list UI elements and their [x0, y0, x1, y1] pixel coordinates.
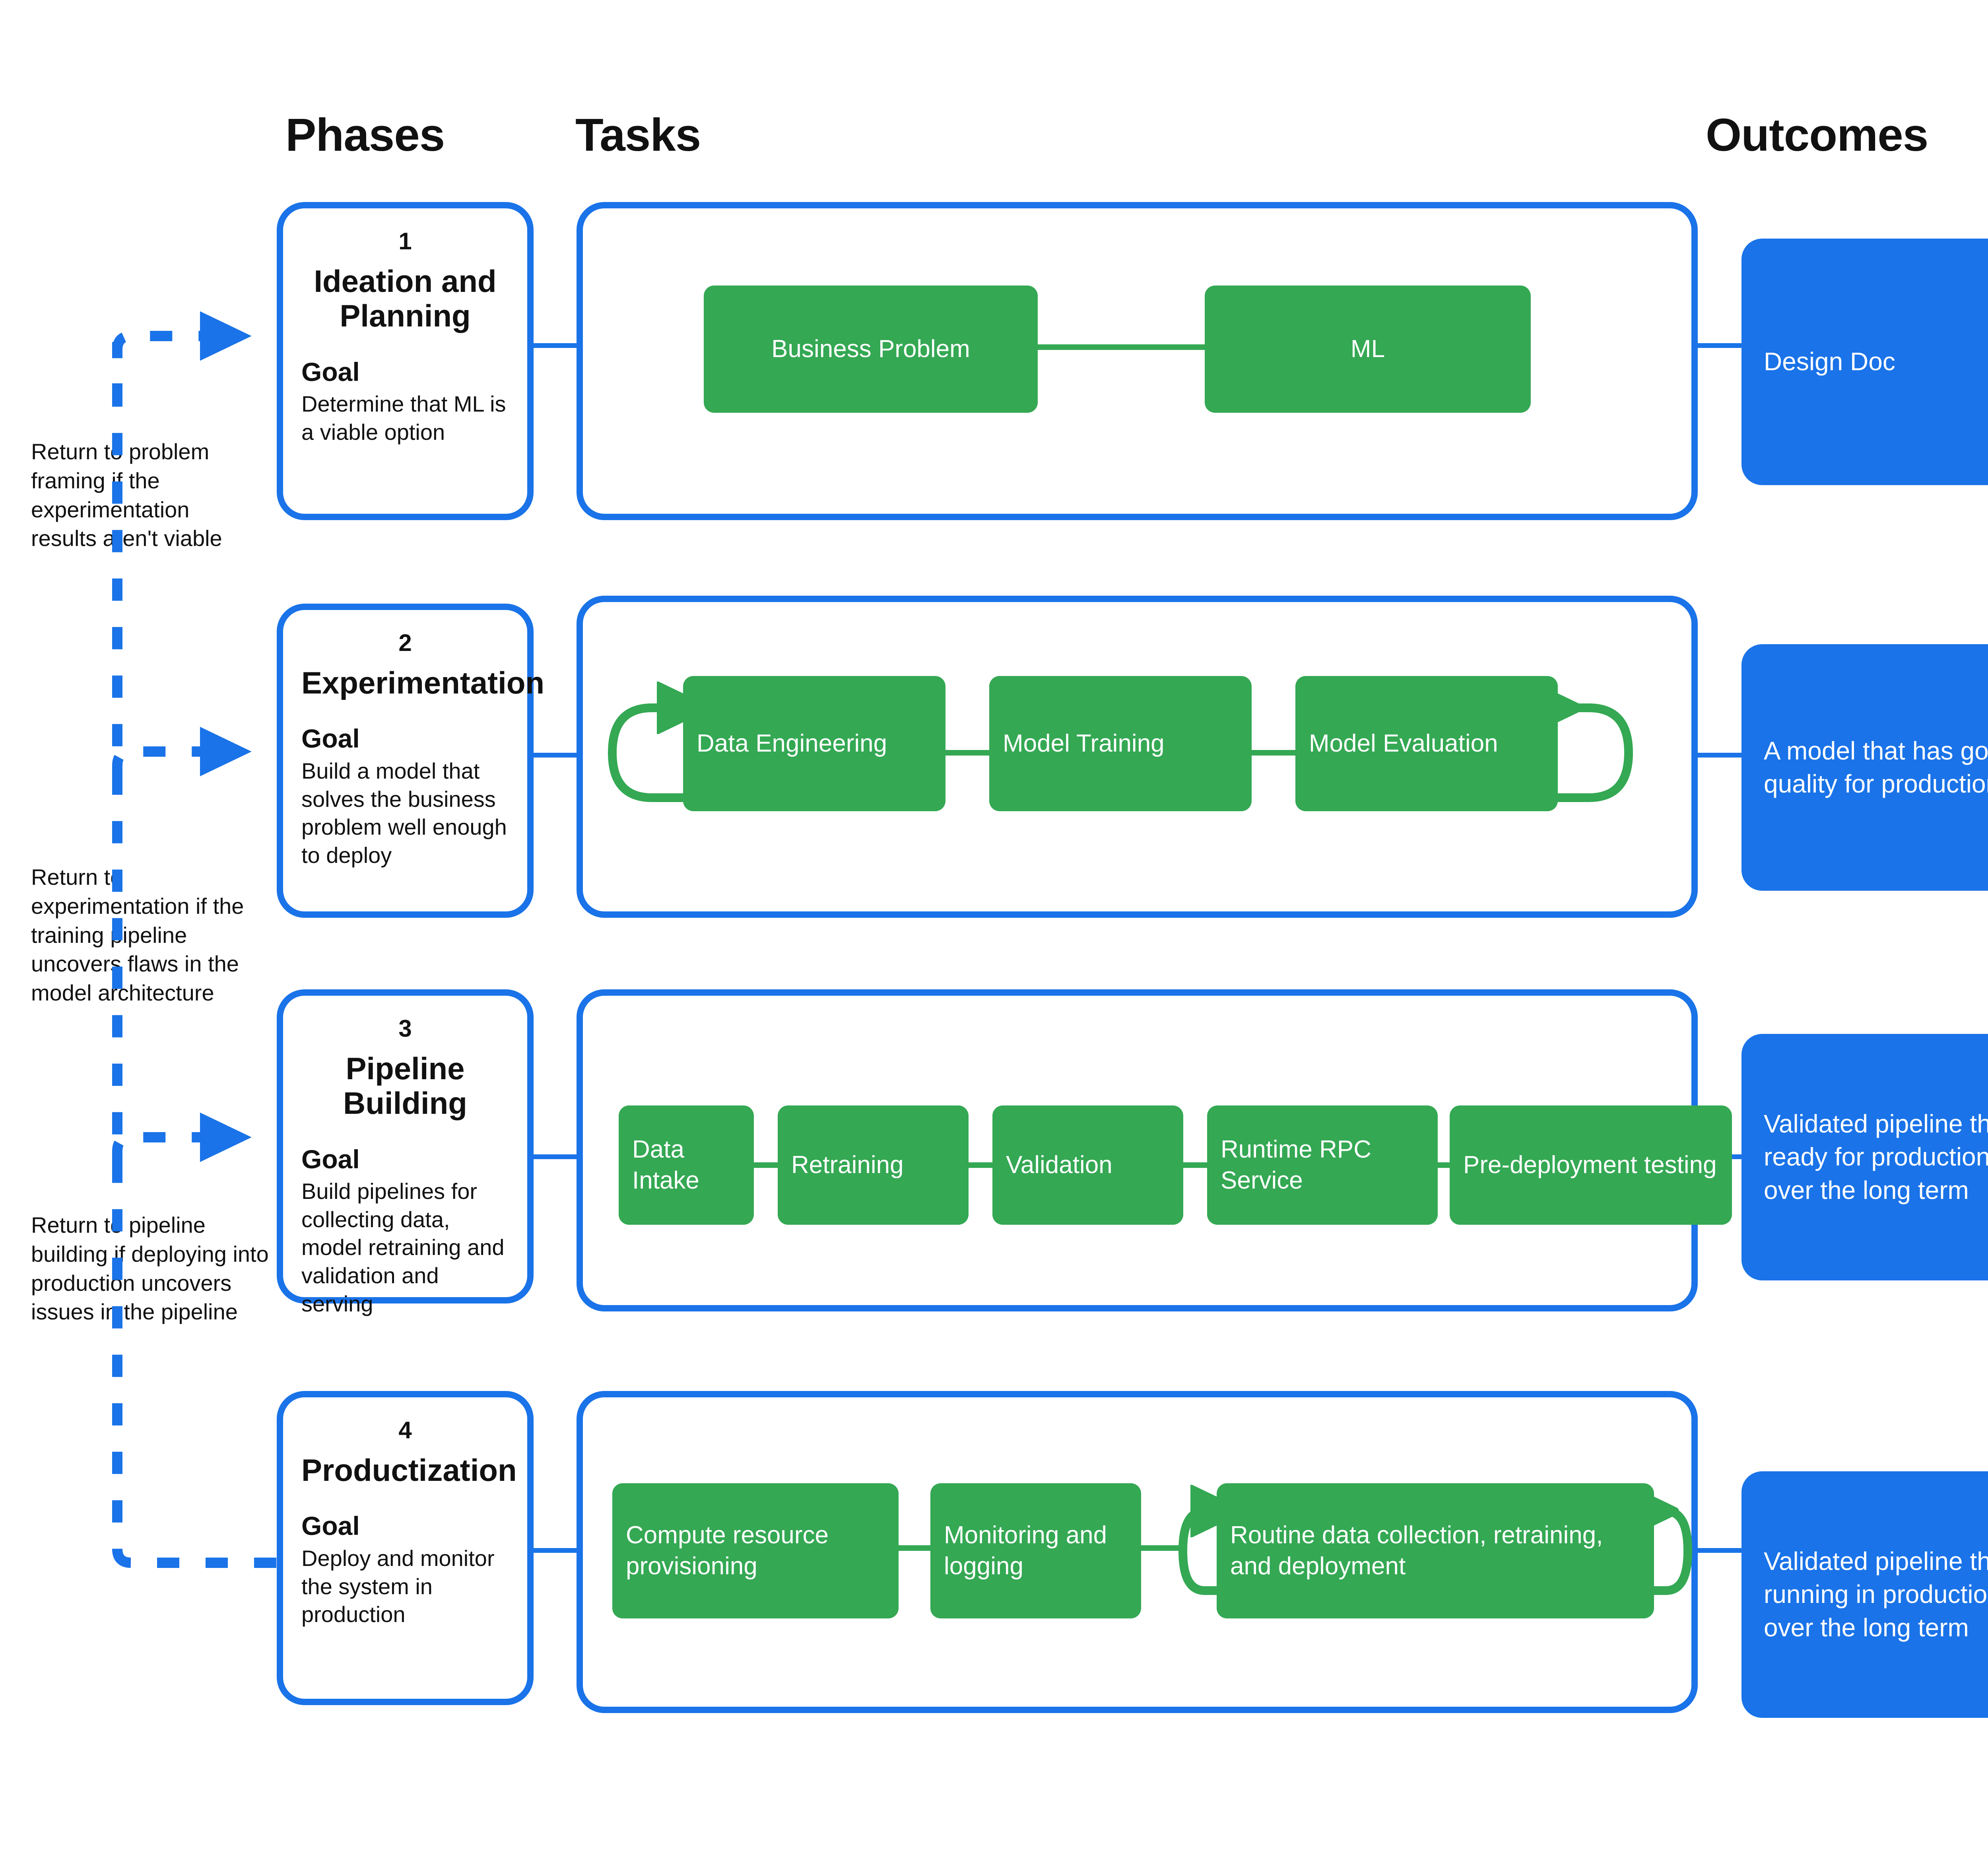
phase-number-3: 3	[398, 1015, 412, 1042]
phase-title-1: Ideation and Planning	[314, 264, 497, 334]
connector-rt-vl	[969, 1162, 992, 1168]
phase-card-3[interactable]: 3 Pipeline Building Goal Build pipelines…	[277, 989, 534, 1316]
task-box-compute-resource-provisioning[interactable]: Compute resource provisioning	[612, 1483, 899, 1618]
phase-goal-text-1: Determine that ML is a viable option	[301, 391, 506, 445]
column-header-outcomes: Outcomes	[1706, 109, 1928, 161]
feedback-annotation-1: Return to problem framing if the experim…	[31, 439, 222, 551]
connector-tasks4-outcome	[1698, 1548, 1741, 1553]
outcome-box-3[interactable]: Validated pipeline that's ready for prod…	[1741, 1034, 1988, 1280]
phase-goal-text-4: Deploy and monitor the system in product…	[301, 1545, 495, 1627]
phase-card-2[interactable]: 2 Experimentation Goal Build a model tha…	[277, 604, 545, 918]
connector-rpc-pdt	[1438, 1162, 1450, 1168]
outcome-box-2[interactable]: A model that has good quality for produc…	[1741, 644, 1988, 891]
task-box-runtime-rpc-service[interactable]: Runtime RPC Service	[1207, 1105, 1438, 1225]
connector-ml-rdc	[1141, 1545, 1181, 1551]
task-box-data-intake[interactable]: Data Intake	[619, 1105, 754, 1225]
phase-number-2: 2	[398, 629, 412, 656]
column-header-tasks: Tasks	[575, 109, 701, 161]
phase-card-1[interactable]: 1 Ideation and Planning Goal Determine t…	[277, 202, 534, 520]
task-box-monitoring-and-logging[interactable]: Monitoring and logging	[930, 1483, 1141, 1618]
phase-title-2: Experimentation	[301, 665, 545, 700]
connector-mt-me	[1252, 750, 1295, 756]
phase-goal-label-1: Goal	[301, 357, 360, 387]
column-header-phases: Phases	[285, 109, 445, 161]
outcome-box-4[interactable]: Validated pipeline that's running in pro…	[1741, 1471, 1988, 1718]
phase-number-4: 4	[398, 1417, 412, 1443]
connector-phase1-tasks	[533, 343, 577, 348]
connector-phase2-tasks	[533, 753, 577, 758]
task-box-business-problem[interactable]: Business Problem	[704, 286, 1038, 413]
phase-goal-text-2: Build a model that solves the business p…	[301, 758, 507, 868]
task-box-pre-deployment-testing[interactable]: Pre-deployment testing	[1450, 1105, 1732, 1225]
feedback-annotation-3: Return to pipeline building if deploying…	[31, 1212, 269, 1325]
task-box-retraining[interactable]: Retraining	[778, 1105, 969, 1225]
phase-goal-label-4: Goal	[301, 1511, 360, 1541]
task-box-ml[interactable]: ML	[1205, 286, 1531, 413]
connector-crp-ml	[899, 1545, 930, 1551]
task-box-model-evaluation[interactable]: Model Evaluation	[1295, 676, 1558, 811]
outcome-box-1[interactable]: Design Doc	[1741, 239, 1988, 485]
task-box-model-training[interactable]: Model Training	[989, 676, 1252, 811]
connector-tasks1-outcome	[1698, 343, 1741, 348]
connector-vl-rpc	[1183, 1162, 1207, 1168]
feedback-path-to-phase-1	[112, 311, 252, 406]
connector-di-rt	[754, 1162, 778, 1168]
phase-title-4: Productization	[301, 1453, 517, 1488]
phase-goal-text-3: Build pipelines for collecting data, mod…	[301, 1179, 505, 1316]
connector-tasks2-outcome	[1698, 753, 1741, 758]
feedback-path-to-phase-2	[112, 727, 252, 779]
feedback-path-to-phase-3	[112, 1112, 252, 1165]
task-box-validation[interactable]: Validation	[992, 1105, 1183, 1225]
phase-goal-label-3: Goal	[301, 1144, 360, 1174]
phase-goal-label-2: Goal	[301, 724, 360, 754]
phase-number-1: 1	[398, 228, 412, 254]
connector-business-problem-ml	[1038, 344, 1205, 350]
connector-de-mt	[945, 750, 989, 756]
connector-phase3-tasks	[533, 1154, 577, 1159]
task-box-routine-data-collection[interactable]: Routine data collection, retraining, and…	[1217, 1483, 1654, 1618]
feedback-annotation-2: Return to experimentation if the trainin…	[31, 864, 244, 1006]
phase-title-3: Pipeline Building	[343, 1051, 467, 1121]
task-box-data-engineering[interactable]: Data Engineering	[683, 676, 945, 811]
connector-phase4-tasks	[533, 1548, 577, 1553]
phase-card-4[interactable]: 4 Productization Goal Deploy and monitor…	[277, 1391, 534, 1705]
